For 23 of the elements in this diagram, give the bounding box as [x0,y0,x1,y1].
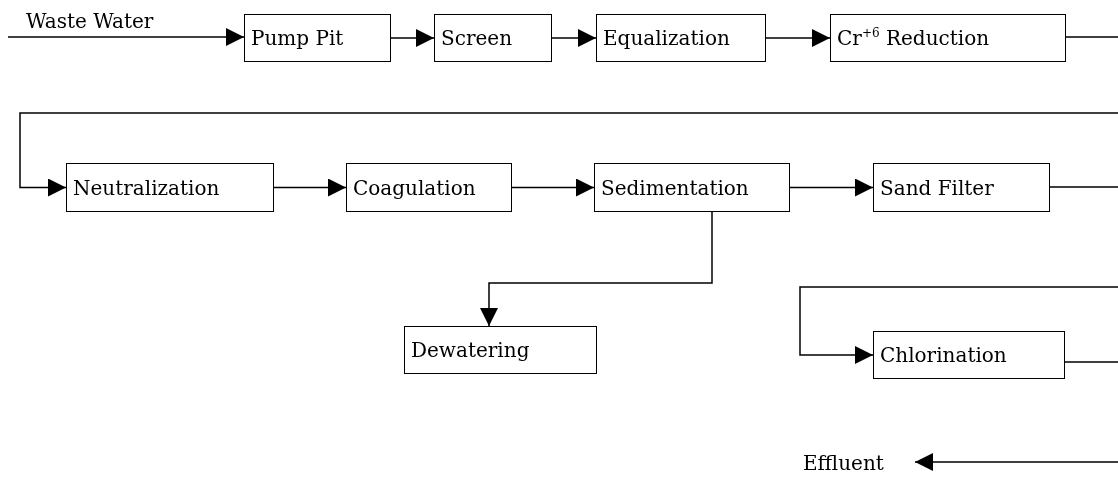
arrow [273,178,347,197]
arrow [789,178,874,197]
process-box: Chlorination [873,331,1065,379]
process-box: Sedimentation [594,163,790,212]
arrow [914,361,1118,471]
process-box: Sand Filter [873,163,1050,212]
arrow [480,211,713,327]
arrow [511,178,595,197]
process-box: Equalization [596,14,766,62]
process-box: Coagulation [346,163,512,212]
arrow [551,29,597,47]
process-box: Pump Pit [244,14,391,62]
process-box: Cr$^{+6}$ Reduction [830,14,1066,62]
process-box: Neutralization [66,163,274,212]
arrow [799,186,1118,364]
edge-label: Waste Water [26,11,154,31]
arrow [19,36,1118,197]
arrow [390,29,435,47]
process-box: Screen [434,14,552,62]
process-box: Dewatering [404,326,597,374]
output-label: Effluent [803,445,915,481]
arrow [7,28,245,46]
arrow [765,29,831,47]
